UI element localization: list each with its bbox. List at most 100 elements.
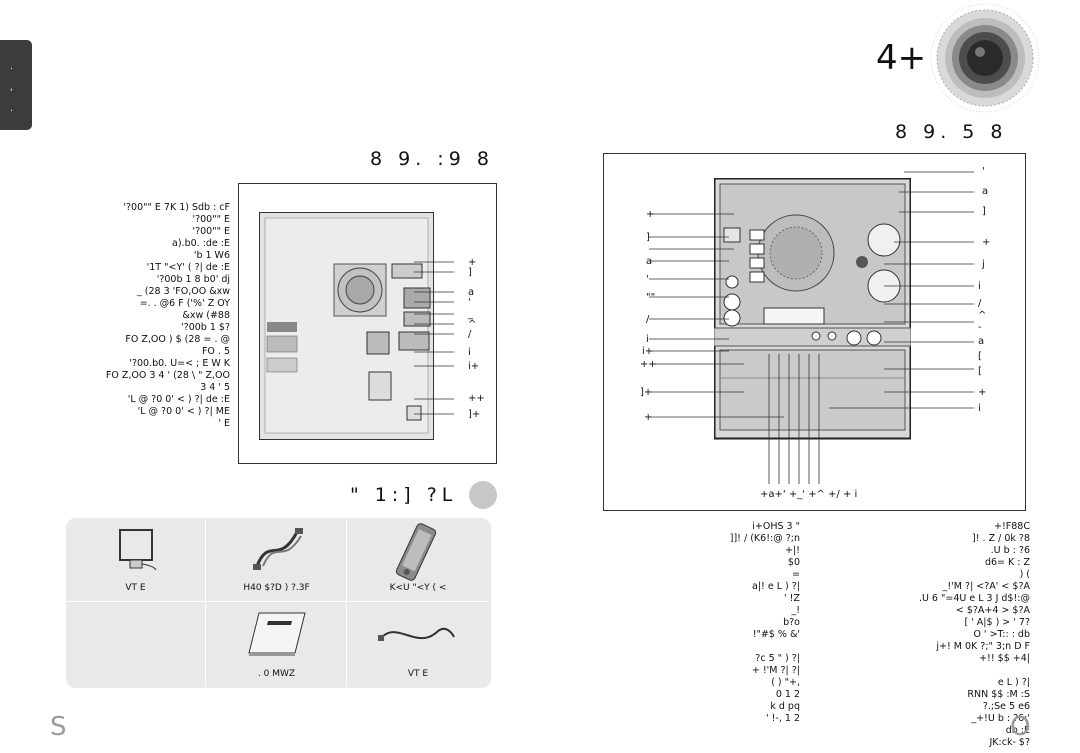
note-line: ' !-, 1 2 [765,713,800,724]
note-line: [ ' A|$ ) > ' 7? [964,617,1030,628]
accessory-user-manual: . 0 MWZ [207,603,347,687]
front-callout-right: - [978,322,982,333]
user-manual-icon [248,612,306,656]
rear-callout-lines [414,261,454,415]
front-callout-left: ' [646,274,649,285]
front-callout-right: i [978,403,981,414]
accessory-empty [66,603,206,687]
front-callout-right: [ [978,351,982,362]
note-line: _ (28 3 'FO,OO &xw [137,286,230,297]
note-line: ?.;Se 5 e6 [982,701,1030,712]
page-title: 4+ [876,38,927,78]
accessories-badge [469,481,497,509]
front-panel-figure: + ] a ' "" / i i+ ++ ]+ + ' a ] + j i / … [603,153,1026,511]
front-callout-left: i [646,334,649,345]
note-line: = [792,569,800,580]
rear-callout: / [468,329,472,340]
note-line: !"#$ % &' [752,629,800,640]
am-antenna-icon [119,529,157,571]
note-line: ( ) "+, [771,677,800,688]
note-line: '?00.b0. U=< ; E W K [129,358,230,369]
note-line: ' E [218,418,230,429]
rear-callout: ' [468,297,471,308]
note-line: + !'M ?| ?| [751,665,800,676]
note-line: ]]! / (K6!:@ ?;n [729,533,800,544]
accessory-caption: K<U "<Y ( < [389,583,447,593]
speaker-logo-icon [930,3,1040,113]
note-line: '1T "<Y' ( ?| de :E [146,262,230,273]
rear-callout: ^ [468,319,477,330]
front-callout-right: / [978,298,982,309]
section-side-tab: . ' . [0,40,32,130]
note-line: ' !Z [784,593,800,604]
page-number-right: O [1010,712,1031,742]
note-line: FO . 5 [201,346,230,357]
note-line: 'L @ ?0 0' < ) ?| de :E [127,394,230,405]
note-line: a).b0. :de :E [172,238,230,249]
front-callout-lines [649,171,974,484]
note-line: .U 6 "=4U e L 3 J d$!:@ [918,593,1030,604]
rear-panel-heading: 8 9. :9 8 [370,148,494,170]
note-line: '?00"" E 7K 1) Sdb : cF [123,202,230,213]
note-line: k d pq [770,701,800,712]
front-bottom-labels: +a+' +_' +^ +/ + i [760,489,858,500]
front-callout-right: ' [982,166,985,177]
note-line: db :E [1005,725,1030,736]
note-line: .U b : ?6 [990,545,1030,556]
accessory-remote-control: K<U "<Y ( < [348,518,488,602]
rear-callout: a [468,287,475,298]
accessory-caption: VT E [125,583,146,593]
fm-antenna-icon [378,627,455,641]
note-line: $0 [787,557,800,568]
note-line: ]! . Z / 0k ?8 [972,533,1030,544]
note-line: a|! e L ) ?| [752,581,800,592]
front-callout-left: "" [646,292,656,303]
note-line: 0 1 2 [775,689,800,700]
note-line: O ' >T:: : db [973,629,1030,640]
accessory-caption: . 0 MWZ [257,669,296,679]
front-callout-right: a [982,186,989,197]
note-line: FO Z,OO 3 4 ' (28 \ " Z,OO [105,370,230,381]
front-callout-right: i [978,281,981,292]
accessory-caption: VT E [407,669,429,679]
video-cable-icon [253,528,303,570]
front-callout-left: a [646,256,653,267]
note-line: '?00"" E [192,214,230,225]
front-callout-left: + [644,412,653,423]
note-line: '?00b 1 $? [181,322,230,333]
note-line: _+!U b : ?6:' [971,713,1030,724]
note-line: +!F88C [994,521,1030,532]
rear-callout: ++ [468,393,485,404]
note-line: 'L @ ?0 0' < ) ?| ME [137,406,230,417]
front-callout-right: j [982,259,985,270]
front-callout-left: ++ [640,359,657,370]
rear-callout: ] [468,267,472,278]
side-tab-mark: . [10,62,13,72]
note-line: +|! [785,545,800,556]
front-callout-right: + [978,387,987,398]
front-callout-right: a [978,336,985,347]
front-callout-left: / [646,314,650,325]
note-line: < $?A+4 > $?A [955,605,1030,616]
notes-column-1: i+OHS 3 " ]]! / (K6!:@ ?;n +|! $0 = a|! … [700,521,800,725]
accessory-video-cable: H40 $?D ) ?.3F [207,518,347,602]
note-line: _!'M ?| <?A' < $?A [942,581,1030,592]
rear-callout: i+ [468,361,480,372]
accessory-caption: H40 $?D ) ?.3F [243,583,310,593]
front-panel-illustration [714,178,911,440]
front-callout-left: ]+ [640,387,653,398]
note-line: j+! M 0K ?;" 3;n D F [936,641,1030,652]
note-line: d6= K : Z [984,557,1030,568]
front-callout-left: i+ [642,346,654,357]
remote-control-icon [395,523,437,581]
note-line: JK:ck- $? [989,737,1031,748]
note-line: &xw (#88 [182,310,230,321]
side-tab-mark: ' [10,88,13,98]
front-callout-right: + [982,237,991,248]
rear-panel-figure: + ] a ' _ ^ / i i+ ++ ]+ [238,183,497,464]
front-callout-left: + [646,209,655,220]
rear-callout: ]+ [468,409,481,420]
note-line: i+OHS 3 " [752,521,800,532]
note-line: ) ( [1019,569,1030,580]
rear-callout: _ [468,309,473,320]
